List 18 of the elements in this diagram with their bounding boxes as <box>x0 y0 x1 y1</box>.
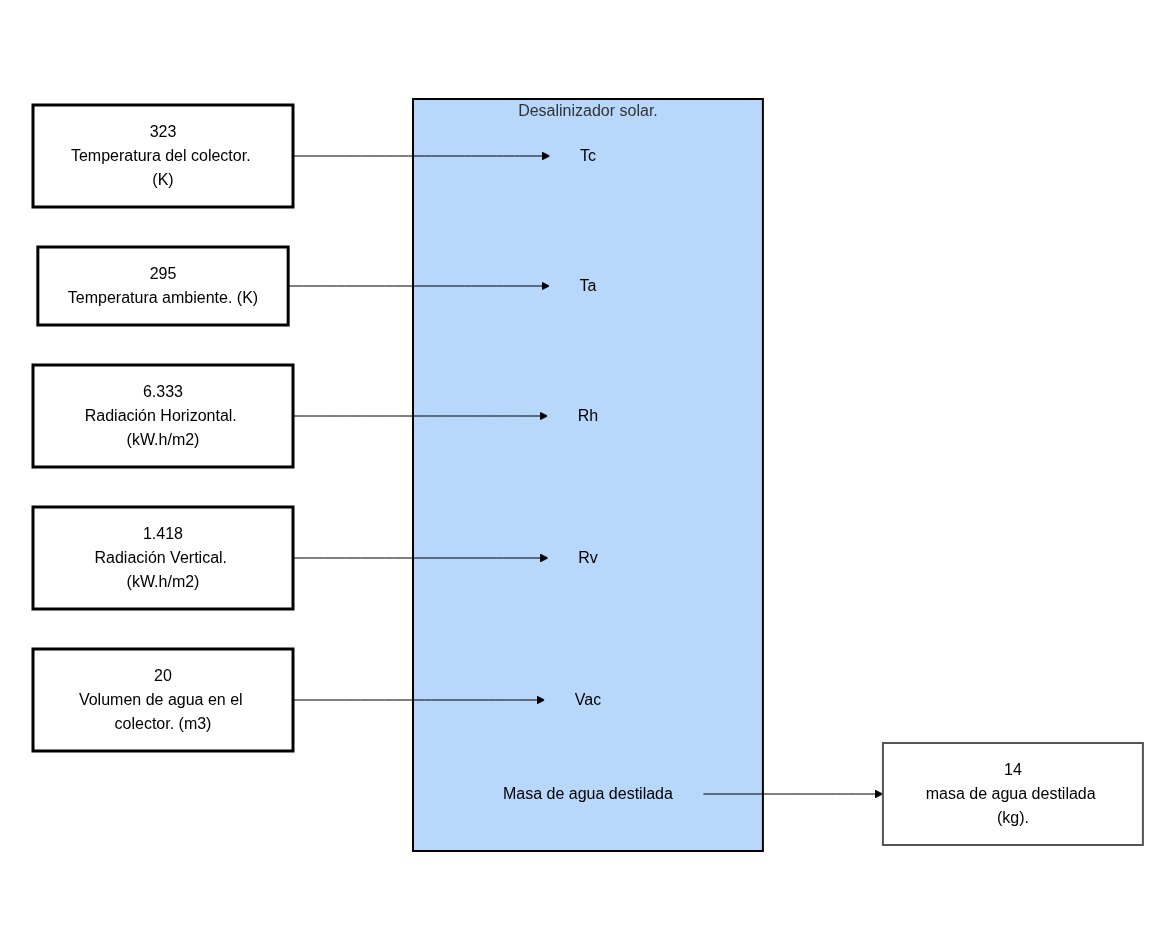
node-box: 14 masa de agua destilada (kg). <box>881 741 1144 846</box>
arrow <box>292 695 545 704</box>
node-box: 295 Temperatura ambiente. (K) <box>35 245 290 326</box>
node-text: Ta <box>579 276 596 294</box>
arrow <box>292 411 548 420</box>
node-text: Tc <box>579 146 596 164</box>
node-text: Masa de agua destilada <box>502 784 673 802</box>
node-box: 6.333 Radiación Horizontal. (kW.h/m2) <box>31 363 295 468</box>
arrow <box>701 789 883 798</box>
arrow <box>292 553 549 562</box>
node-box: 1.418 Radiación Vertical. (kW.h/m2) <box>31 505 295 610</box>
arrow <box>292 151 550 160</box>
node-box: 20 Volumen de agua en el colector. (m3) <box>31 647 295 752</box>
arrow <box>287 281 550 290</box>
node-text: Rv <box>577 548 598 566</box>
node-text: Vac <box>574 690 601 708</box>
node-text: Rh <box>577 406 598 424</box>
node-box: 323 Temperatura del colector. (K) <box>31 103 295 208</box>
